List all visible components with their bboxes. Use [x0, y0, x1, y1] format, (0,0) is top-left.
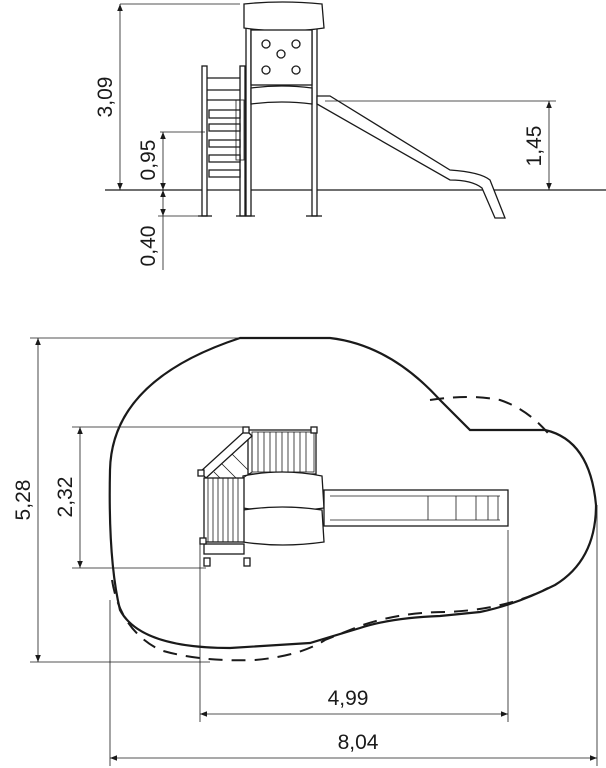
platform-deck — [250, 85, 313, 105]
dim-safety-depth: 5,28 — [12, 337, 240, 663]
dim-platform-height: 0,95 — [137, 131, 205, 190]
dim-safety-length-label: 8,04 — [338, 731, 379, 754]
ladder-plan — [199, 477, 251, 567]
dim-slide-height: 1,45 — [325, 100, 556, 190]
climbing-panel — [250, 29, 313, 86]
safety-zone-dashed — [429, 396, 553, 439]
dim-structure-length-label: 4,99 — [328, 687, 369, 710]
dim-structure-depth: 2,32 — [54, 426, 246, 569]
dim-structure-depth-label: 2,32 — [54, 477, 77, 518]
stair-hatching — [251, 431, 315, 473]
plan-view: 5,28 2,32 4,99 8,04 — [12, 336, 598, 766]
tower-plan — [242, 429, 325, 546]
dim-structure-length: 4,99 — [199, 530, 509, 722]
dim-foundation-depth: 0,40 — [137, 190, 200, 270]
safety-zone-outline — [108, 336, 598, 650]
safety-zone-dashed-lower — [111, 579, 549, 662]
roof-cap — [243, 1, 325, 32]
dim-safety-depth-label: 5,28 — [12, 480, 35, 521]
slide-plan — [323, 489, 509, 527]
dim-total-height: 3,09 — [94, 3, 240, 190]
ladder — [207, 77, 245, 178]
elevation-view: 3,09 0,95 0,40 1,45 — [94, 1, 606, 270]
dim-platform-height-label: 0,95 — [137, 140, 160, 181]
dim-total-height-label: 3,09 — [94, 77, 117, 118]
dim-foundation-depth-label: 0,40 — [137, 226, 160, 267]
dim-safety-length: 8,04 — [109, 505, 598, 766]
slide — [316, 95, 506, 219]
dim-slide-height-label: 1,45 — [523, 126, 546, 167]
